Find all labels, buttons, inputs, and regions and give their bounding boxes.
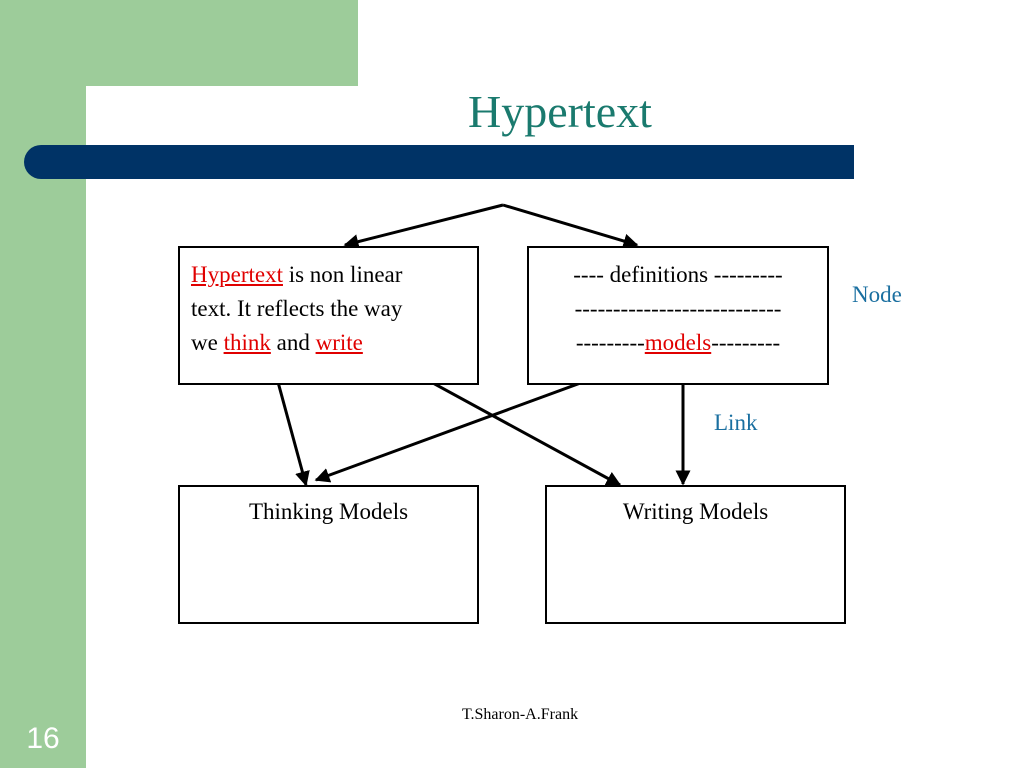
footer-author: T.Sharon-A.Frank (461, 706, 579, 723)
definitions-line-2: --------------------------- (574, 296, 782, 321)
text-segment: is non linear (282, 262, 403, 287)
link-annotation: Link (714, 410, 758, 435)
node-thinking-models: Thinking Models (178, 485, 479, 624)
content-panel (86, 86, 1024, 768)
hypertext-line-1: Hypertext is non linear (191, 258, 467, 292)
node-hypertext: Hypertext is non linear text. It reflect… (178, 246, 479, 385)
link-models[interactable]: models (644, 330, 712, 355)
link-write[interactable]: write (315, 330, 363, 355)
edge-top-to-definitions (502, 203, 639, 249)
edge-top-to-hypertext (343, 203, 504, 249)
slide-title: Hypertext (468, 86, 652, 137)
node-label: Thinking Models (248, 499, 409, 524)
text-segment: --------- (711, 330, 781, 355)
text-segment: --------- (575, 330, 645, 355)
left-green-band (0, 0, 86, 768)
definitions-line-1: ---- definitions --------- (573, 262, 783, 287)
top-green-band (0, 0, 358, 86)
link-hypertext[interactable]: Hypertext (191, 262, 283, 287)
slide-number: 16 (26, 722, 60, 755)
node-definitions: ---- definitions --------- -------------… (527, 246, 829, 385)
text-segment: we (191, 330, 224, 355)
text-segment: text. It reflects the way (191, 296, 403, 321)
hypertext-line-3: we think and write (191, 326, 467, 360)
node-label: Writing Models (622, 499, 769, 524)
node-annotation: Node (852, 282, 902, 307)
hypertext-line-2: text. It reflects the way (191, 292, 467, 326)
node-writing-models: Writing Models (545, 485, 846, 624)
title-underline-bar (24, 145, 854, 179)
text-segment: and (270, 330, 316, 355)
link-think[interactable]: think (223, 330, 271, 355)
definitions-line-3: ---------models--------- (529, 326, 827, 360)
